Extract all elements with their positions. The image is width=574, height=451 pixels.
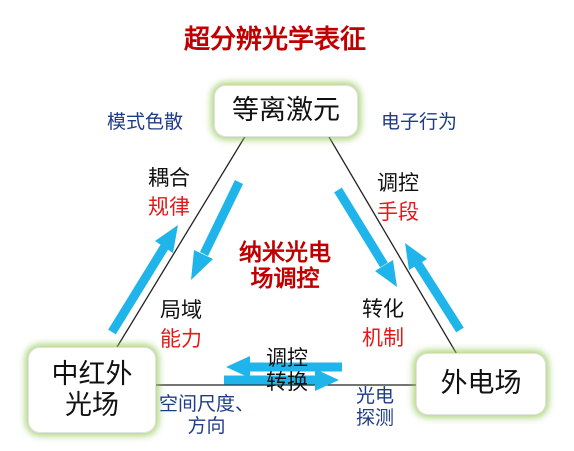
label-conversion: 转化: [362, 297, 404, 321]
arrow-left-edge-up: [108, 225, 178, 335]
label-localization-ability: 能力: [160, 327, 202, 351]
node-external-electric-field: 外电场: [416, 353, 546, 415]
triangle-edge-left: [93, 124, 253, 386]
label-mode-dispersion: 模式色散: [107, 111, 184, 133]
label-conversion-mechanism: 机制: [362, 326, 404, 350]
diagram-title: 超分辨光学表征: [184, 25, 367, 55]
node-plasmon-label: 等离激元: [232, 95, 340, 127]
node-mid-infrared-field: 中红外 光场: [28, 347, 156, 433]
node-external-field-label: 外电场: [440, 368, 522, 400]
label-regulate-line2: 转换: [266, 370, 308, 395]
label-spatial-scale: 空间尺度、 方向: [159, 393, 255, 438]
label-regulate-convert: 调控 转换: [266, 346, 308, 394]
arrow-bottom-edge-right: [224, 369, 339, 391]
center-label-line1: 纳米光电: [239, 240, 331, 266]
arrow-bottom-edge-left: [226, 356, 342, 378]
label-regulation: 调控: [377, 171, 419, 195]
arrow-left-edge-down: [191, 180, 244, 280]
node-plasmon: 等离激元: [214, 85, 358, 137]
center-label: 纳米光电 场调控: [220, 240, 350, 293]
label-spatial-scale-line2: 方向: [187, 414, 226, 437]
center-label-line2: 场调控: [250, 266, 320, 293]
label-localization: 局域: [160, 298, 202, 322]
arrow-right-edge-up: [405, 243, 464, 333]
label-coupling: 耦合: [148, 166, 190, 190]
label-electron-behavior: 电子行为: [381, 111, 458, 133]
label-regulation-means: 手段: [377, 200, 419, 224]
label-regulate-line1: 调控: [266, 346, 308, 370]
label-coupling-law: 规律: [148, 195, 190, 219]
triangle-edge-right: [321, 124, 476, 386]
label-spatial-scale-line1: 空间尺度、: [159, 393, 255, 415]
label-photoelectric-detection: 光电 探测: [356, 385, 395, 430]
arrow-right-edge-down: [334, 187, 397, 287]
label-photoelectric-line2: 探测: [356, 406, 395, 429]
label-photoelectric-line1: 光电: [356, 385, 395, 407]
node-mid-infrared-line1: 中红外: [51, 358, 133, 390]
node-mid-infrared-line2: 光场: [65, 390, 119, 421]
